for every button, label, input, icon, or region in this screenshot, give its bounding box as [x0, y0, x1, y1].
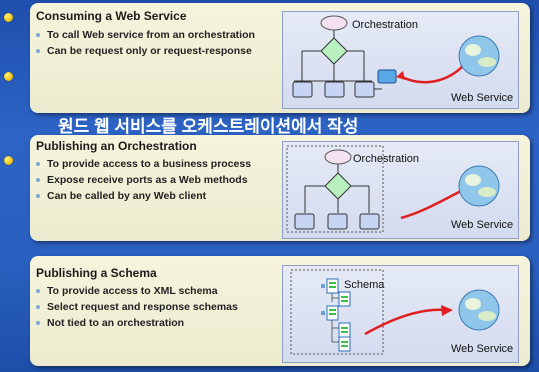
- bullet-dot-icon: [4, 156, 13, 165]
- globe-icon: [458, 165, 500, 207]
- diagram-top-label: Orchestration: [352, 19, 418, 31]
- panel-title: Publishing a Schema: [36, 266, 157, 280]
- diagram-graphic: Schema: [290, 269, 513, 355]
- diagram-top-label: Schema: [344, 279, 385, 291]
- document-icon: [338, 291, 351, 307]
- bullet-list: To provide access to a business process …: [36, 156, 251, 204]
- panel-title: Consuming a Web Service: [36, 9, 187, 23]
- bullet-dot-icon: [4, 72, 13, 81]
- panel-publishing-orchestration: Publishing an Orchestration To provide a…: [30, 135, 530, 241]
- panel-title: Publishing an Orchestration: [36, 139, 197, 153]
- diagram-bottom-label: Web Service: [451, 343, 513, 355]
- diagram-bottom-label: Web Service: [451, 219, 513, 231]
- diagram-graphic: Orchestration Web Service: [292, 15, 513, 104]
- document-icon: [338, 336, 351, 352]
- panel-publishing-schema: Publishing a Schema To provide access to…: [30, 256, 530, 366]
- diagram-consuming: Orchestration Web Service: [282, 11, 519, 109]
- bullet-item: Can be request only or request-response: [36, 43, 255, 59]
- document-icon: [326, 278, 339, 294]
- bullet-item: Select request and response schemas: [36, 299, 238, 315]
- bullet-item: Not tied to an orchestration: [36, 315, 238, 331]
- bullet-item: Can be called by any Web client: [36, 188, 251, 204]
- diagram-publishing-orchestration: Orchestration Web Service: [282, 141, 519, 239]
- diagram-graphic: Orchestration Web Service: [286, 145, 513, 233]
- document-icon: [338, 322, 351, 338]
- bullet-item: To call Web service from an orchestratio…: [36, 27, 255, 43]
- bullet-item: Expose receive ports as a Web methods: [36, 172, 251, 188]
- diagram-bottom-label: Web Service: [451, 92, 513, 104]
- panel-consuming-web-service: Consuming a Web Service To call Web serv…: [30, 3, 530, 113]
- bullet-list: To provide access to XML schema Select r…: [36, 283, 238, 331]
- diagram-publishing-schema: Schema: [282, 265, 519, 363]
- overlay-heading: 원드 웹 서비스를 오케스트레이션에서 작성: [58, 117, 359, 135]
- document-icon: [326, 305, 339, 321]
- bullet-item: To provide access to XML schema: [36, 283, 238, 299]
- bullet-item: To provide access to a business process: [36, 156, 251, 172]
- diagram-top-label: Orchestration: [353, 153, 419, 165]
- bullet-dot-icon: [4, 13, 13, 22]
- bullet-list: To call Web service from an orchestratio…: [36, 27, 255, 59]
- globe-icon: [458, 289, 500, 331]
- globe-icon: [458, 35, 500, 77]
